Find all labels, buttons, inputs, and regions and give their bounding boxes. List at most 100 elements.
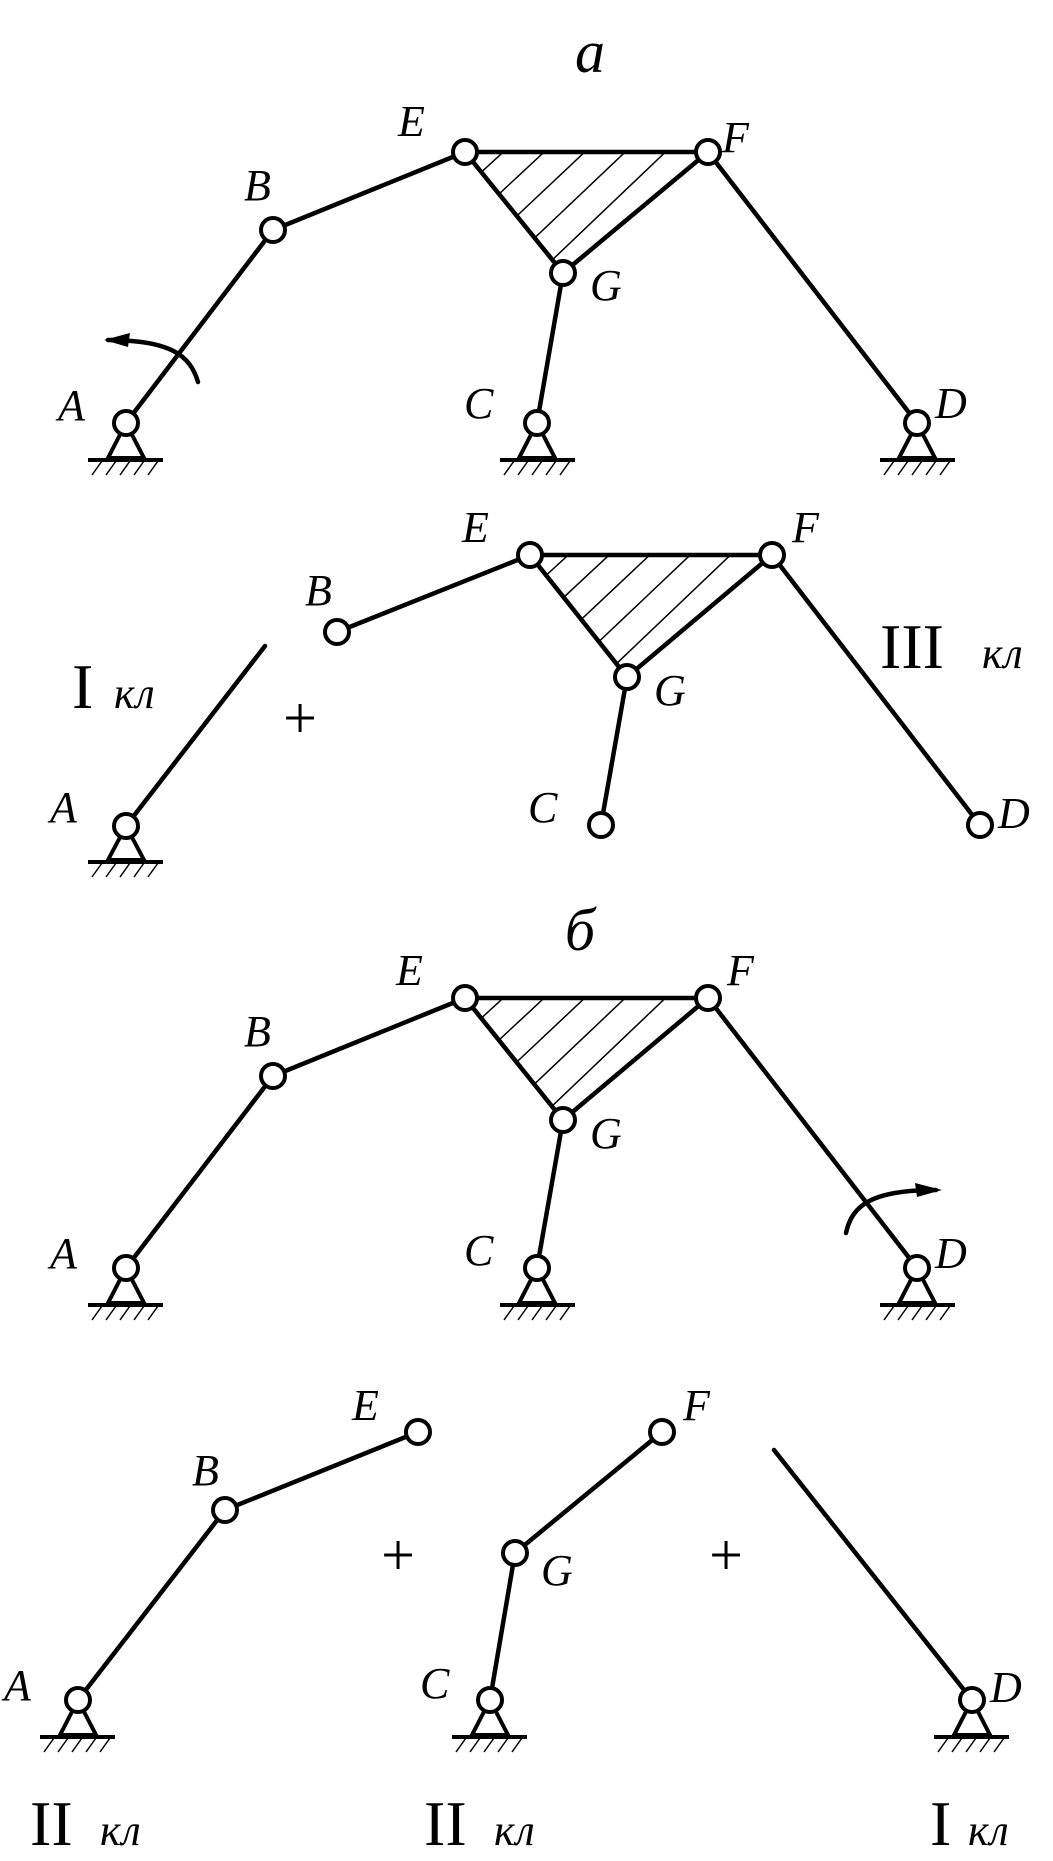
group-2-class-numeral: II xyxy=(424,1788,467,1859)
label-c: C xyxy=(464,1226,494,1275)
joint-f xyxy=(694,138,722,166)
support-d xyxy=(880,1263,955,1321)
joint-a xyxy=(112,812,140,840)
group-1-class-numeral: I xyxy=(72,651,93,722)
label-g: G xyxy=(541,1546,573,1595)
link-gf xyxy=(512,1429,665,1556)
joint-a xyxy=(64,1686,92,1714)
label-f: F xyxy=(726,946,755,995)
rotation-arrow-icon xyxy=(843,1183,942,1236)
joint-e xyxy=(516,541,544,569)
link-be xyxy=(270,995,468,1079)
support-a xyxy=(40,1695,115,1753)
joint-c xyxy=(587,811,615,839)
label-f: F xyxy=(721,113,750,162)
plus-sign: + xyxy=(709,1522,743,1588)
support-a xyxy=(88,821,163,878)
label-g: G xyxy=(654,666,686,715)
link-d xyxy=(771,1447,975,1703)
decomposition-a: A B C D E F G I кл III кл + xyxy=(47,503,1030,878)
label-a: A xyxy=(47,783,78,832)
joint-f xyxy=(758,541,786,569)
joint-b xyxy=(259,1062,287,1090)
label-a: A xyxy=(47,1229,78,1278)
group-1-class-numeral: II xyxy=(30,1788,73,1859)
support-c xyxy=(452,1695,527,1753)
section-b-heading: б xyxy=(565,897,597,963)
link-efg xyxy=(462,149,715,277)
section-a-heading: а xyxy=(575,19,605,85)
mechanism-a: A B C D E F G xyxy=(55,97,967,476)
link-efg xyxy=(462,995,715,1124)
label-g: G xyxy=(590,261,622,310)
label-d: D xyxy=(989,1663,1022,1712)
joint-a xyxy=(112,409,140,437)
link-ab xyxy=(123,643,268,829)
mechanism-b: A B C D E F G xyxy=(47,946,967,1321)
group-2-class-abbr: кл xyxy=(982,629,1023,678)
label-d: D xyxy=(934,1229,967,1278)
label-a: A xyxy=(1,1661,32,1710)
label-a: A xyxy=(55,381,86,430)
label-e: E xyxy=(461,503,489,552)
link-ab xyxy=(123,1073,276,1271)
decomposition-b: A B C D E F G + + II кл II кл I кл xyxy=(1,1381,1022,1859)
joint-g xyxy=(613,663,641,691)
joint-f xyxy=(694,984,722,1012)
plus-sign: + xyxy=(283,685,317,751)
link-be xyxy=(222,1429,421,1513)
label-f: F xyxy=(791,503,820,552)
label-b: B xyxy=(244,161,271,210)
link-fd xyxy=(769,552,983,828)
group-1-class-abbr: кл xyxy=(114,669,155,718)
joint-d xyxy=(958,1686,986,1714)
link-cg xyxy=(487,1550,518,1703)
group-2-class-abbr: кл xyxy=(494,1806,535,1855)
label-b: B xyxy=(244,1007,271,1056)
joint-c xyxy=(523,1254,551,1282)
group-2-class-numeral: III xyxy=(880,611,944,682)
joint-g xyxy=(549,1106,577,1134)
label-b: B xyxy=(192,1446,219,1495)
label-f: F xyxy=(682,1381,711,1430)
support-c xyxy=(500,418,575,476)
label-e: E xyxy=(395,946,423,995)
link-fd xyxy=(705,995,920,1271)
joint-c xyxy=(476,1686,504,1714)
link-efg xyxy=(527,552,779,681)
link-gc xyxy=(598,674,630,828)
joint-d xyxy=(903,409,931,437)
label-b: B xyxy=(305,566,332,615)
link-be xyxy=(270,149,468,233)
label-c: C xyxy=(528,783,558,832)
link-gc xyxy=(534,1117,566,1271)
joint-c xyxy=(523,409,551,437)
plus-sign: + xyxy=(381,1522,415,1588)
joint-g xyxy=(501,1539,529,1567)
link-ab xyxy=(123,227,276,426)
group-3-class-abbr: кл xyxy=(968,1806,1009,1855)
label-d: D xyxy=(934,379,967,428)
support-a xyxy=(88,1263,163,1321)
label-g: G xyxy=(590,1109,622,1158)
joint-b xyxy=(259,216,287,244)
group-3-class-numeral: I xyxy=(930,1788,951,1859)
joint-g xyxy=(549,259,577,287)
joint-e xyxy=(404,1418,432,1446)
joint-a xyxy=(112,1254,140,1282)
support-d xyxy=(934,1695,1009,1753)
label-d: D xyxy=(997,789,1030,838)
joint-d xyxy=(903,1254,931,1282)
support-a xyxy=(88,418,163,476)
support-c xyxy=(500,1263,575,1321)
joint-e xyxy=(451,138,479,166)
label-e: E xyxy=(397,97,425,146)
link-ab xyxy=(75,1507,228,1703)
link-be xyxy=(334,552,533,635)
joint-b xyxy=(323,618,351,646)
group-1-class-abbr: кл xyxy=(100,1806,141,1855)
joint-e xyxy=(451,984,479,1012)
rotation-arrow-icon xyxy=(104,333,201,385)
